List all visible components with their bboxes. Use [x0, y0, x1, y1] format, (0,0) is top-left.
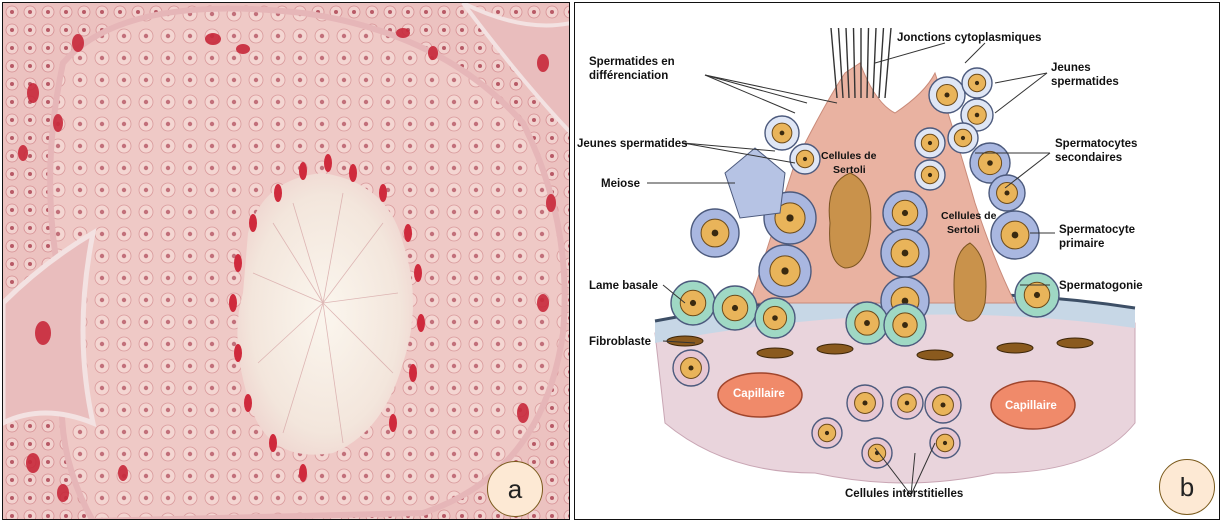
- label-sertoli-1-line2: Sertoli: [833, 163, 866, 177]
- primary-spermatocyte-cell: [759, 245, 811, 297]
- fibroblast-cell: [817, 344, 853, 354]
- histology-micrograph: a: [2, 2, 570, 520]
- seminiferous-tubule-micrograph: [3, 3, 570, 520]
- spermatid-cell: [948, 123, 978, 153]
- spermatogonium-cell: [671, 281, 715, 325]
- interstitial-cell: [847, 385, 883, 421]
- label-spermatides-differenciation-line2: différenciation: [589, 69, 668, 83]
- label-sertoli-1-line1: Cellules de: [821, 149, 876, 163]
- label-cellules-interstitielles: Cellules interstitielles: [845, 487, 963, 501]
- label-jeunes-spermatides-left: Jeunes spermatides: [577, 137, 688, 151]
- badge-label: b: [1180, 472, 1194, 503]
- spermatid-cell: [915, 160, 945, 190]
- flagellum: [879, 28, 884, 98]
- spermatid-cell: [915, 128, 945, 158]
- spermatogonium-cell: [713, 286, 757, 330]
- spermatogonium-cell: [755, 298, 795, 338]
- label-spermatocytes-secondaires-line1: Spermatocytes: [1055, 137, 1137, 151]
- label-spermatocytes-secondaires-line2: secondaires: [1055, 151, 1122, 165]
- spermatogenesis-diagram: Jonctions cytoplasmiques Spermatides en …: [574, 2, 1220, 520]
- label-spermatogonie: Spermatogonie: [1059, 279, 1143, 293]
- label-spermatocyte-primaire-line1: Spermatocyte: [1059, 223, 1135, 237]
- label-fibroblaste: Fibroblaste: [589, 335, 651, 349]
- panel-badge-a: a: [487, 461, 543, 517]
- spermatid-cell: [765, 116, 799, 150]
- label-lame-basale: Lame basale: [589, 279, 658, 293]
- secondary-spermatocyte-cell: [989, 175, 1025, 211]
- interstitial-cell: [891, 387, 923, 419]
- panel-badge-b: b: [1159, 459, 1215, 515]
- flagellum: [831, 28, 837, 98]
- spermatogonium-cell: [884, 304, 926, 346]
- fibroblast-cell: [757, 348, 793, 358]
- badge-label: a: [508, 474, 522, 505]
- interstitial-cell: [925, 387, 961, 423]
- primary-spermatocyte-cell: [691, 209, 739, 257]
- spermatogonium-cell: [1015, 273, 1059, 317]
- secondary-spermatocyte-cell: [881, 229, 929, 277]
- label-capillaire-right: Capillaire: [1005, 399, 1057, 413]
- fibroblast-cell: [667, 336, 703, 346]
- diagram-artwork: [575, 3, 1220, 520]
- fibroblast-cell: [1057, 338, 1093, 348]
- spermatid-cell: [790, 144, 820, 174]
- label-sertoli-2-line2: Sertoli: [947, 223, 980, 237]
- label-capillaire-left: Capillaire: [733, 387, 785, 401]
- spermatogonium-cell: [846, 302, 888, 344]
- interstitial-cell: [812, 418, 842, 448]
- flagellum: [885, 28, 891, 98]
- spermatid-cell: [962, 68, 992, 98]
- label-jeunes-spermatides-right-line1: Jeunes: [1051, 61, 1091, 75]
- interstitial-cell: [673, 350, 709, 386]
- fibroblast-cell: [997, 343, 1033, 353]
- label-spermatocyte-primaire-line2: primaire: [1059, 237, 1104, 251]
- label-spermatides-differenciation-line1: Spermatides en: [589, 55, 675, 69]
- primary-spermatocyte-cell: [991, 211, 1039, 259]
- label-jeunes-spermatides-right-line2: spermatides: [1051, 75, 1119, 89]
- spermatid-cell: [929, 77, 965, 113]
- fibroblast-cell: [917, 350, 953, 360]
- label-meiose: Meiose: [601, 177, 640, 191]
- label-sertoli-2-line1: Cellules de: [941, 209, 996, 223]
- label-jonctions-cytoplasmiques: Jonctions cytoplasmiques: [897, 31, 1041, 45]
